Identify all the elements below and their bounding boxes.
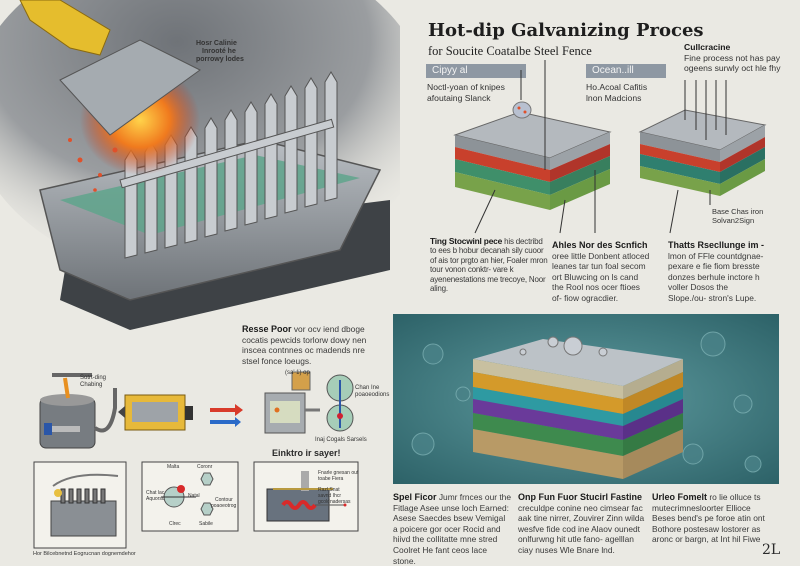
kettle [39, 373, 117, 449]
text-line: lnon Madcions [586, 92, 642, 103]
diagram-label: toabe Fiera [318, 476, 344, 482]
illustration-label-line: porrowy lodes [196, 56, 244, 63]
diagram-label: Contour [215, 497, 233, 503]
glove [19, 0, 111, 56]
caption-heading: Spel Ficor [393, 492, 437, 502]
caption-text: his dectribd to ees b hobur decanah sily… [430, 237, 548, 294]
diagram-label: Sabile [199, 521, 213, 527]
page-subtitle: for Soucite Coatalbe Steel Fence [428, 44, 592, 58]
press-roller [264, 371, 354, 434]
layer-text-mid: Ho.Acoal Cafitis lnon Madcions [586, 82, 647, 103]
layer-block-left [453, 60, 612, 234]
caption-bottom-2: Onp Fun Fuor Stucirl Fastine creculdpe c… [518, 492, 646, 556]
caption-text: vor ocv iend dboge cocatis pewcids torlo… [242, 324, 367, 366]
illustration-label-line: Inrooté he [202, 48, 236, 55]
caption-text: lmon of FFle countdgnae- pexare e fie fi… [668, 250, 764, 303]
flux-tank [118, 394, 193, 431]
text-line: Noctl-yoan of knipes [427, 82, 505, 92]
caption-text: oree little Donbent atloced leanes tar t… [552, 250, 650, 303]
zinc-beads [519, 336, 608, 357]
diagram-label: Razl Snat [318, 487, 340, 493]
illustration-label-line: Hosr Calinie [196, 40, 237, 47]
caption-heading: Resse Poor [242, 324, 292, 334]
sparks [68, 138, 118, 192]
process-line-diagram [39, 371, 354, 449]
diagram-right-labels: Fnarle gnesan ouf toabe Fiera Razl Snat … [318, 470, 358, 505]
text-line: ogeens surwly oct hle fhy [684, 63, 781, 73]
text-line: poaoeodions [355, 392, 390, 398]
label-pump: (sa' 1) op [285, 370, 310, 376]
press-caption: Resse Poor vor ocv iend dboge cocatis pe… [242, 324, 377, 366]
diagram-label: Fnarle gnesan ouf [318, 470, 359, 476]
text-line: Ho.Acoal Cafitis [586, 82, 648, 92]
text-line: Solvan2Sign [712, 216, 755, 225]
diagram-left-caption: Hor Bilcebnetnd Eogrucnan dognemdehor [33, 551, 136, 557]
diagram-label: Clrec [169, 521, 181, 527]
diagram-heading: Einktro ir sayer! [272, 448, 341, 458]
galvanizing-bath-illustration [0, 0, 400, 330]
text-line: Chan Ine [355, 385, 380, 391]
blue-arrow [210, 417, 241, 427]
caption-heading: Ting Stocwinl pece [430, 236, 503, 246]
text-line: Chabing [80, 382, 103, 388]
illustration-label: Hosr Calinie Inrooté he porrowy lodes [196, 40, 244, 64]
red-arrow [210, 404, 243, 416]
layer-tag-left: Cipyy al [426, 64, 526, 78]
label-machine: Sotrt-ding Chabing [80, 375, 106, 389]
page-title: Hot-dip Galvanizing Proces [428, 20, 704, 41]
diagram-label: Aquorsd [146, 496, 165, 502]
caption-heading: Urleo Fomelt [652, 492, 708, 502]
diagram-box-mid [141, 461, 239, 532]
zinc-droplet [512, 101, 532, 119]
caption-top-2: Ahles Nor des Scnfich oree little Donben… [552, 240, 652, 304]
text-line: Fine process not has pay [684, 52, 781, 63]
diagram-label: poaoeotrog [211, 503, 237, 509]
caption-text: creculdpe conine neo cimsear fac aak tin… [518, 502, 645, 555]
caption-heading: Ahles Nor des Scnfich [552, 240, 648, 250]
text-line: afoutaing Slanck [427, 92, 491, 103]
label-bottom: Inaj Cogals Sarsels [315, 437, 367, 443]
caption-bottom-1: Spel Ficor Jumr frnces our the Fitlage A… [393, 492, 511, 566]
diagram-label: Chat lac [146, 490, 165, 496]
caption-text: ro lie olluce ts mutecrimnesloorter Elli… [652, 492, 765, 545]
label-rollers: Chan Ine poaoeodions [355, 385, 389, 399]
layer-text-right: Cullcracine Fine process not has pay oge… [684, 42, 781, 74]
caption-top-1: Ting Stocwinl pece his dectribd to ees b… [430, 236, 548, 294]
diagram-label: gcoldnadersas [318, 499, 351, 505]
layer-text-left: Noctl-yoan of knipes afoutaing Slanck [427, 82, 505, 103]
page-number: 2L [762, 542, 781, 558]
caption-heading: Onp Fun Fuor Stucirl Fastine [518, 492, 643, 502]
coating-layers-diagram [453, 60, 767, 234]
caption-heading: Thatts Rsecllunge im - [668, 240, 765, 250]
steel-sheet [59, 39, 201, 136]
diagram-label: Coronr [197, 464, 213, 470]
diagram-box-right [253, 461, 359, 532]
caption-top-3: Thatts Rsecllunge im - lmon of FFle coun… [668, 240, 768, 304]
diagram-label: savnd Ihcr [318, 493, 342, 499]
diagram-label: Malta [167, 464, 180, 470]
layer-tag-mid: Ocean..ill [586, 64, 666, 78]
diagram-mid-labels: Malta Coronr Chat lac Aquorsd Natal Cont… [143, 463, 239, 533]
caption-bottom-3: Urleo Fomelt ro lie olluce ts mutecrimne… [652, 492, 770, 545]
zinc-layers-closeup [393, 314, 779, 484]
caption-text: Jumr frnces our the Fitlage Asee unse lo… [393, 492, 511, 566]
layer-block-right [638, 80, 767, 234]
text-line: Sotrt-ding [80, 375, 107, 381]
text-line: Base Chas iron [712, 207, 764, 216]
text-heading: Cullcracine [684, 42, 731, 52]
diagram-label: Natal [188, 493, 200, 499]
base-label: Base Chas iron Solvan2Sign [712, 207, 763, 225]
diagram-box-left [33, 461, 127, 549]
